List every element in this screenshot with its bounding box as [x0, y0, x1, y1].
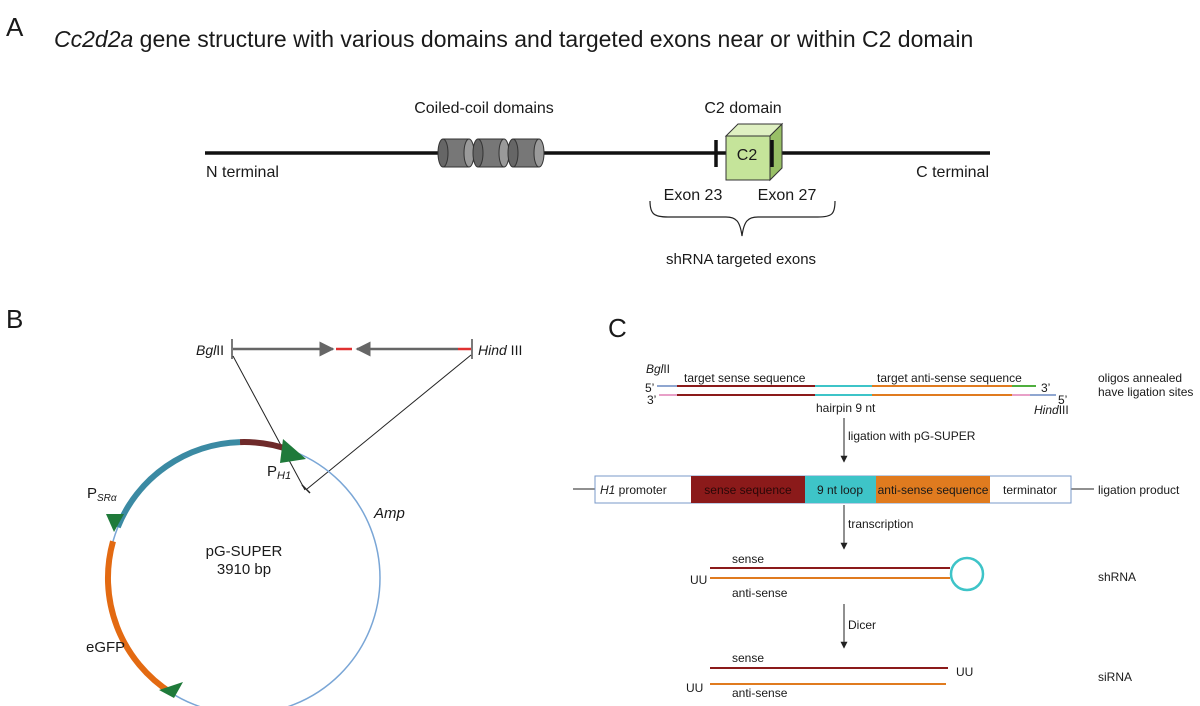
hindiii-label: Hind III: [478, 342, 522, 358]
h1-promoter-rest: promoter: [615, 483, 666, 497]
sirna-sense-label: sense: [732, 651, 764, 665]
three-prime-top: 3’: [1041, 381, 1050, 395]
psra-sub: SRα: [97, 493, 117, 504]
hindiii-italic: Hind: [478, 342, 508, 358]
product-loop-segment: [805, 476, 876, 503]
title-rest: gene structure with various domains and …: [133, 26, 973, 52]
panel-c-letter: C: [608, 313, 627, 343]
product-loop-label: 9 nt loop: [817, 483, 863, 497]
c2-box-label: C2: [737, 147, 758, 164]
plasmid-name: pG-SUPER: [206, 543, 283, 560]
product-antisense-segment: [876, 476, 990, 503]
dicer-label: Dicer: [848, 618, 876, 632]
psra-p: P: [87, 485, 97, 502]
psra-label: PSRα: [87, 485, 117, 504]
c-bglii-rest: II: [663, 362, 670, 376]
ph1-label: PH1: [267, 463, 291, 482]
psra-arrowhead: [106, 514, 124, 532]
coiled-coil-label: Coiled-coil domains: [414, 100, 554, 117]
exon-23-label: Exon 23: [664, 187, 723, 204]
sirna-antisense-label: anti-sense: [732, 686, 788, 700]
shrna-label: shRNA: [1098, 570, 1136, 584]
h1-arrowhead: [280, 439, 306, 463]
c-bglii-italic: Bgl: [646, 362, 664, 376]
coil-cylinder-1: [437, 138, 475, 168]
exon-27-label: Exon 27: [758, 187, 817, 204]
egfp-label: eGFP: [86, 639, 125, 656]
c-terminal-label: C terminal: [916, 164, 989, 181]
ph1-sub: H1: [277, 470, 291, 482]
shrna-sense-label: sense: [732, 552, 764, 566]
exon-brace: [649, 200, 836, 237]
five-prime-bottom: 5’: [1058, 393, 1067, 407]
three-prime-bottom: 3’: [647, 393, 656, 407]
panel-b-letter: B: [6, 304, 23, 334]
n-terminal-label: N terminal: [206, 164, 279, 181]
bglii-label: BglII: [196, 342, 224, 358]
product-sense-segment: [691, 476, 805, 503]
cloning-site-tick: [301, 484, 311, 494]
sirna-uu-bottom: UU: [686, 681, 703, 695]
c-hindiii-label: HindIII: [1034, 403, 1069, 417]
target-antisense-label: target anti-sense sequence: [877, 371, 1022, 385]
shrna-targeted-label: shRNA targeted exons: [666, 251, 816, 268]
coiled-coil-domains: [437, 138, 545, 168]
c-hindiii-italic: Hind: [1034, 403, 1059, 417]
expand-line-right: [306, 354, 472, 490]
shrna-uu: UU: [690, 573, 707, 587]
sirna-uu-top: UU: [956, 665, 973, 679]
shrna-antisense-label: anti-sense: [732, 586, 788, 600]
panel-c: C BglII target sense sequence target ant…: [573, 313, 1193, 700]
c2-domain-label: C2 domain: [704, 100, 781, 117]
oligos-label-line2: have ligation sites: [1098, 385, 1193, 399]
h1-promoter-italic: H1: [600, 483, 615, 497]
hairpin-label: hairpin 9 nt: [816, 401, 876, 415]
ligation-step-label: ligation with pG-SUPER: [848, 429, 976, 443]
egfp-arc: [104, 540, 173, 696]
plasmid-size: 3910 bp: [217, 561, 271, 578]
product-antisense-label: anti-sense sequence: [878, 483, 989, 497]
panel-a-letter: A: [6, 12, 24, 42]
amp-label: Amp: [373, 505, 405, 522]
ligation-product-label: ligation product: [1098, 483, 1180, 497]
shrna-loop: [949, 556, 985, 592]
expand-line-left: [232, 355, 306, 491]
hindiii-rest: III: [507, 342, 523, 358]
panel-b: B BglII Hind III PH1 PSRα Amp eGFP pG-SU…: [6, 304, 522, 706]
ph1-p: P: [267, 463, 277, 480]
panel-a: A Cc2d2a gene structure with various dom…: [6, 12, 990, 268]
coil-cylinder-3: [507, 138, 545, 168]
target-sense-label: target sense sequence: [684, 371, 806, 385]
terminator-label: terminator: [1003, 483, 1057, 497]
h1-promoter-label: H1 promoter: [600, 483, 667, 497]
c-hindiii-rest: III: [1059, 403, 1069, 417]
c-bglii-label: BglII: [646, 362, 670, 376]
psra-arc: [115, 439, 241, 529]
five-prime-top: 5’: [645, 381, 654, 395]
product-sense-label: sense sequence: [704, 483, 792, 497]
panel-a-title: Cc2d2a gene structure with various domai…: [54, 26, 973, 52]
bglii-rest: II: [216, 342, 224, 358]
egfp-arrowhead: [159, 682, 183, 698]
sirna-label: siRNA: [1098, 670, 1132, 684]
oligos-label-line1: oligos annealed: [1098, 371, 1182, 385]
transcription-label: transcription: [848, 517, 913, 531]
bglii-italic: Bgl: [196, 342, 217, 358]
gene-name: Cc2d2a: [54, 26, 133, 52]
coil-cylinder-2: [472, 138, 510, 168]
